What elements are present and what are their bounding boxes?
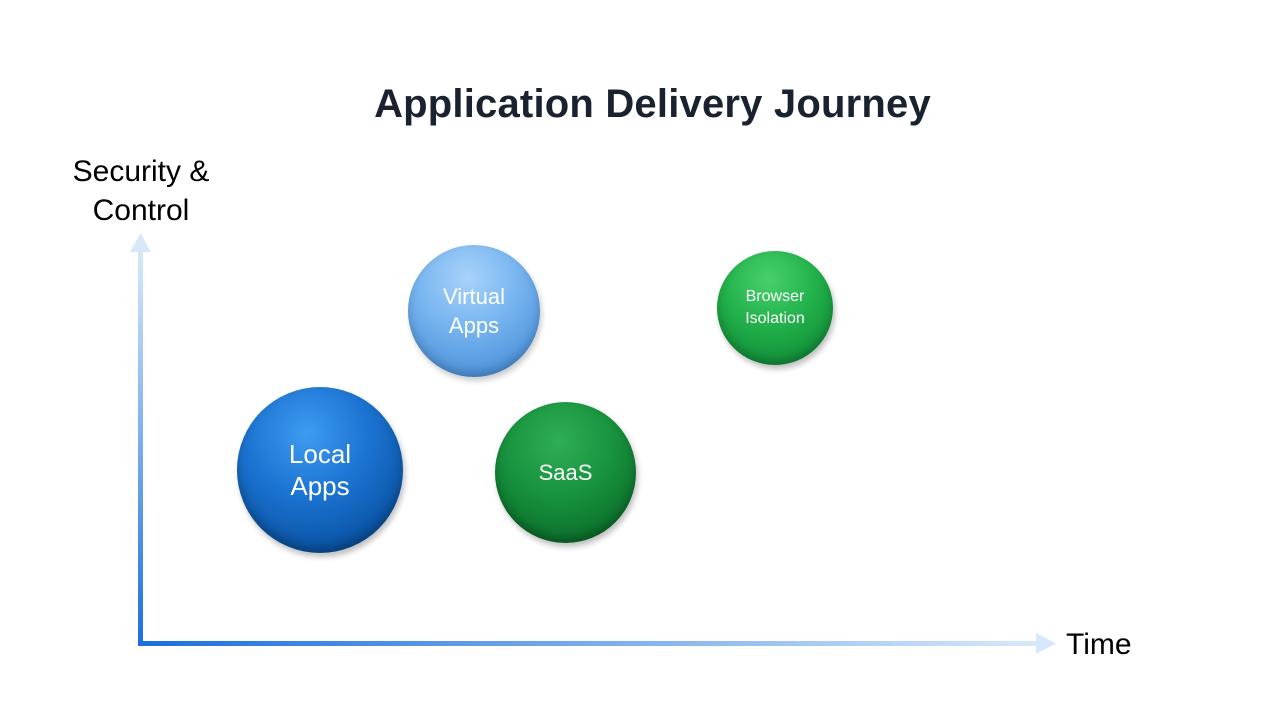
local-apps-label-line2: Apps [290, 471, 350, 501]
browser-isolation-label-line1: Browser [745, 288, 805, 305]
x-axis-label: Time [1066, 628, 1132, 661]
browser-isolation-label-line2: Isolation [745, 310, 805, 327]
virtual-apps-label-line2: Apps [448, 313, 500, 338]
virtual-apps-label-line1: Virtual [443, 284, 505, 309]
slide-title: Application Delivery Journey [374, 82, 931, 126]
local-apps-bubble: Local Apps [237, 387, 403, 553]
y-axis-label-line2: Control [92, 194, 190, 227]
y-axis-label-line1: Security & [72, 155, 210, 188]
y-axis-arrow [130, 233, 151, 646]
saas-bubble: SaaS [495, 402, 636, 543]
virtual-apps-bubble: Virtual Apps [408, 245, 540, 377]
y-axis-label: Security & Control [56, 152, 226, 230]
x-axis-arrow [138, 633, 1056, 654]
browser-isolation-bubble: Browser Isolation [717, 251, 833, 365]
saas-label: SaaS [538, 459, 593, 485]
local-apps-label-line1: Local [288, 439, 352, 469]
